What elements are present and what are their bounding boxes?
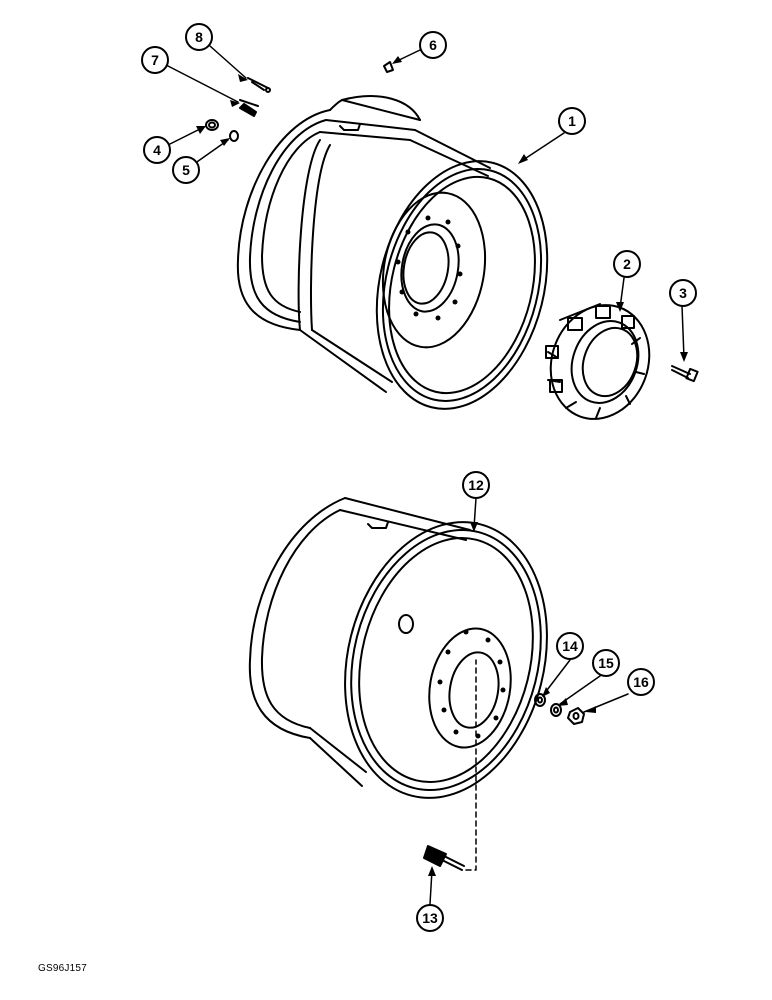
callout-6: 6 (420, 32, 446, 58)
callout-15-label: 15 (598, 655, 614, 671)
lock-washer (535, 694, 545, 706)
wheel-rim-upper (238, 96, 572, 427)
callout-8: 8 (186, 24, 212, 50)
leader-arrowheads (196, 56, 688, 876)
leader-lines (168, 46, 684, 904)
spacer-bolt (672, 366, 698, 381)
callout-15: 15 (593, 650, 619, 676)
callout-1-label: 1 (568, 113, 576, 129)
callout-16: 16 (628, 669, 654, 695)
wheel-nut (568, 708, 584, 724)
callout-4: 4 (144, 137, 170, 163)
callout-7: 7 (142, 47, 168, 73)
callout-3-label: 3 (679, 285, 687, 301)
callout-16-label: 16 (633, 674, 649, 690)
callout-4-label: 4 (153, 142, 161, 158)
washer (230, 131, 238, 141)
callout-13: 13 (417, 905, 443, 931)
callout-5-label: 5 (182, 162, 190, 178)
nut (206, 120, 218, 130)
figure-reference-code: GS96J157 (38, 963, 87, 974)
callout-8-label: 8 (195, 29, 203, 45)
callout-3: 3 (670, 280, 696, 306)
wheel-bolt (424, 660, 476, 870)
wheel-spacer (535, 291, 665, 433)
flat-washer (551, 704, 561, 716)
valve-stem (240, 100, 258, 116)
valve-cap (384, 62, 393, 72)
wheel-rim-lower (250, 498, 575, 820)
callout-12: 12 (463, 472, 489, 498)
callout-2: 2 (614, 251, 640, 277)
callout-12-label: 12 (468, 477, 484, 493)
callout-13-label: 13 (422, 910, 438, 926)
valve-core (248, 78, 270, 92)
callout-6-label: 6 (429, 37, 437, 53)
callout-14: 14 (557, 633, 583, 659)
callout-14-label: 14 (562, 638, 578, 654)
callout-7-label: 7 (151, 52, 159, 68)
callout-2-label: 2 (623, 256, 631, 272)
callout-5: 5 (173, 157, 199, 183)
callout-1: 1 (559, 108, 585, 134)
